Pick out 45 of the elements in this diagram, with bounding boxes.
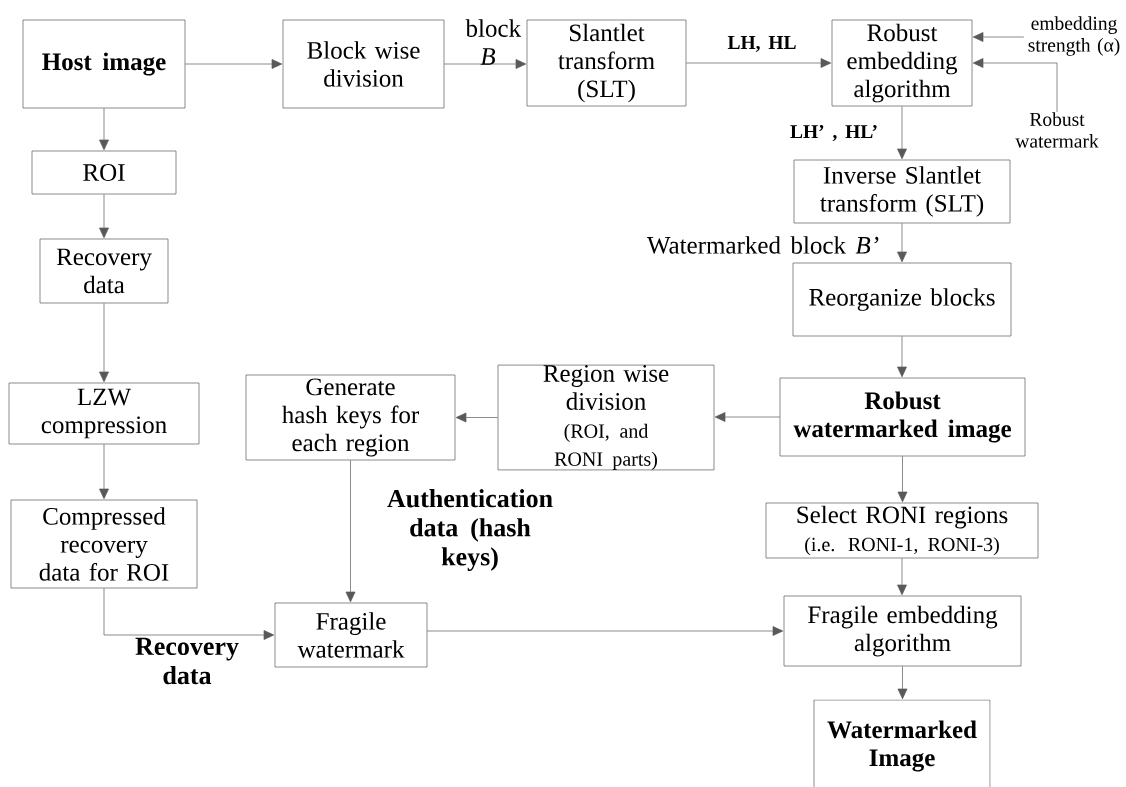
edge-label: Watermarked block B’: [646, 236, 879, 254]
arrow: [972, 32, 1025, 42]
process-box: LZW compression: [8, 382, 200, 445]
arrow: [103, 588, 275, 640]
arrow: [345, 460, 356, 603]
arrow: [897, 106, 907, 160]
arrow: [897, 336, 907, 378]
edge-label: LH, HL: [727, 36, 796, 52]
arrow: [185, 59, 283, 69]
arrow: [99, 108, 109, 151]
process-box: Fragile embedding algorithm: [783, 595, 1022, 667]
arrow: [972, 58, 1058, 113]
process-box: Host image: [22, 19, 186, 109]
process-box: Fragile watermark: [274, 602, 428, 668]
process-box: Reorganize blocks: [792, 262, 1012, 337]
process-box: Watermarked Image: [813, 699, 991, 787]
arrow: [99, 303, 109, 383]
process-box: Inverse Slantlet transform (SLT): [793, 159, 1011, 224]
process-box: Region wise division (ROI, and RONI parts): [497, 364, 715, 471]
edge-label: Authentication data (hash keys): [387, 489, 553, 571]
arrow: [99, 194, 109, 239]
arrow: [99, 444, 109, 500]
input-label: Robust watermark: [1015, 112, 1099, 148]
process-box: Recovery data: [39, 238, 169, 304]
arrow: [686, 58, 832, 68]
process-box: ROI: [31, 150, 177, 195]
process-box: Generate hash keys for each region: [245, 374, 456, 461]
arrow: [897, 223, 907, 263]
arrow: [897, 666, 908, 700]
arrow: [455, 412, 498, 423]
process-box: Block wise division: [282, 19, 445, 109]
process-box: Slantlet transform (SLT): [526, 19, 687, 107]
process-box: Robust embedding algorithm: [831, 19, 973, 107]
edge-label: block B: [465, 19, 522, 65]
edge-label: LH’ , HL’: [790, 125, 877, 141]
arrow: [714, 412, 780, 422]
process-box: Robust watermarked image: [779, 377, 1026, 457]
input-label: embedding strength (α): [1028, 16, 1120, 56]
arrow: [897, 558, 907, 596]
arrow: [427, 626, 784, 636]
process-box: Select RONI regions (i.e. RONI-1, RONI-3): [765, 502, 1039, 559]
arrow: [444, 59, 527, 69]
process-box: Compressed recovery data for ROI: [10, 499, 198, 589]
edge-label: Recovery data: [135, 637, 239, 685]
arrow: [897, 456, 908, 503]
